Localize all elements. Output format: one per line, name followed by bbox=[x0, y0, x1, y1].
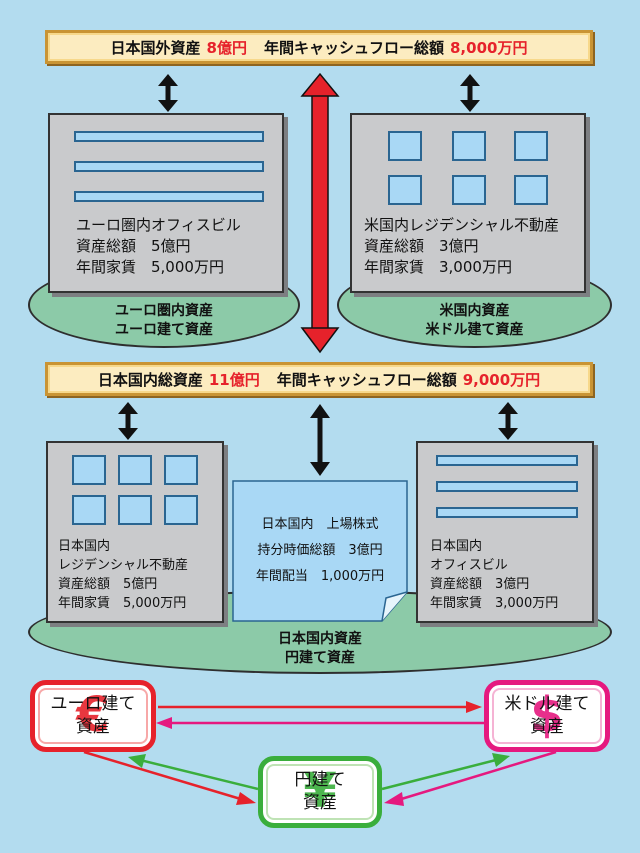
building-window bbox=[388, 175, 422, 205]
building-window bbox=[72, 495, 106, 525]
japan-residential-rent: 年間家賃 5,000万円 bbox=[58, 596, 187, 611]
arrow-usd-to-yen bbox=[384, 750, 557, 806]
building-window-strip bbox=[436, 507, 578, 518]
euro-currency-line2: 資産 bbox=[76, 717, 110, 737]
double-arrow-mid-center bbox=[310, 404, 330, 476]
us-residential-building: 米国内レジデンシャル不動産 資産総額 3億円 年間家賃 3,000万円 bbox=[350, 113, 586, 293]
japan-residential-line1: 日本国内 bbox=[58, 539, 111, 554]
double-arrow-top-right bbox=[460, 74, 480, 112]
euro-icon: € bbox=[76, 687, 110, 744]
japan-residential-building: 日本国内 レジデンシャル不動産 資産総額 5億円 年間家賃 5,000万円 bbox=[46, 441, 224, 623]
certificate-paper bbox=[232, 480, 408, 622]
arrow-yen-to-usd bbox=[381, 753, 510, 791]
arrow-yen-to-euro bbox=[128, 754, 259, 791]
building-window bbox=[514, 131, 548, 161]
euro-currency-label: ユーロ建て 資産 bbox=[51, 693, 136, 739]
japan-base-line2: 円建て資産 bbox=[285, 650, 355, 666]
japan-office-line1: 日本国内 bbox=[430, 539, 483, 554]
building-window bbox=[388, 131, 422, 161]
usd-currency-line2: 資産 bbox=[530, 717, 564, 737]
building-window-strip bbox=[74, 191, 264, 202]
overseas-assets-amount: 8億円 bbox=[206, 38, 247, 57]
us-base-label: 米国内資産 米ドル建て資産 bbox=[337, 302, 612, 340]
euro-base-line2: ユーロ建て資産 bbox=[115, 322, 213, 338]
us-base-line1: 米国内資産 bbox=[439, 303, 510, 319]
overseas-assets-label: 日本国外資産 bbox=[110, 38, 201, 57]
yen-currency-line1: 円建て bbox=[294, 770, 346, 790]
building-window-strip bbox=[436, 455, 578, 466]
building-window bbox=[118, 495, 152, 525]
usd-currency-line1: 米ドル建て bbox=[504, 694, 590, 714]
stock-value: 持分時価総額 3億円 bbox=[257, 543, 383, 558]
yen-icon: ¥ bbox=[303, 763, 337, 820]
euro-base-line1: ユーロ圏内資産 bbox=[115, 303, 213, 319]
building-window bbox=[452, 131, 486, 161]
euro-building-name: ユーロ圏内オフィスビル bbox=[76, 216, 241, 234]
japan-residential-assets: 資産総額 5億円 bbox=[58, 577, 158, 592]
japan-office-assets: 資産総額 3億円 bbox=[430, 577, 530, 592]
overseas-cashflow-label: 年間キャッシュフロー総額 bbox=[263, 38, 444, 57]
domestic-cashflow-label: 年間キャッシュフロー総額 bbox=[276, 370, 457, 389]
overseas-assets-banner: 日本国外資産 8億円 年間キャッシュフロー総額 8,000万円 bbox=[45, 30, 593, 64]
stock-text: 日本国内 上場株式 持分時価総額 3億円 年間配当 1,000万円 bbox=[232, 512, 408, 590]
japan-office-text: 日本国内 オフィスビル 資産総額 3億円 年間家賃 3,000万円 bbox=[430, 537, 558, 613]
euro-office-building: ユーロ圏内オフィスビル 資産総額 5億円 年間家賃 5,000万円 bbox=[48, 113, 284, 293]
japan-residential-text: 日本国内 レジデンシャル不動産 資産総額 5億円 年間家賃 5,000万円 bbox=[58, 537, 188, 613]
double-arrow-mid-right bbox=[498, 402, 518, 440]
japan-office-rent: 年間家賃 3,000万円 bbox=[430, 596, 559, 611]
euro-currency-line1: ユーロ建て bbox=[50, 694, 136, 714]
stock-title: 日本国内 上場株式 bbox=[261, 517, 379, 532]
us-building-name: 米国内レジデンシャル不動産 bbox=[364, 216, 560, 234]
usd-currency-label: 米ドル建て 資産 bbox=[505, 693, 590, 739]
euro-building-text: ユーロ圏内オフィスビル 資産総額 5億円 年間家賃 5,000万円 bbox=[76, 215, 241, 278]
domestic-cashflow-amount: 9,000万円 bbox=[462, 370, 541, 389]
overseas-cashflow-amount: 8,000万円 bbox=[450, 38, 528, 57]
building-window-strip bbox=[74, 131, 264, 142]
usd-currency-box: $ 米ドル建て 資産 bbox=[484, 680, 610, 752]
stock-dividend: 年間配当 1,000万円 bbox=[255, 569, 385, 584]
us-building-rent: 年間家賃 3,000万円 bbox=[364, 258, 512, 276]
euro-building-rent: 年間家賃 5,000万円 bbox=[76, 258, 224, 276]
euro-building-assets: 資産総額 5億円 bbox=[76, 237, 191, 255]
building-window bbox=[164, 455, 198, 485]
building-window bbox=[164, 495, 198, 525]
dollar-icon: $ bbox=[530, 687, 564, 744]
euro-base-label: ユーロ圏内資産 ユーロ建て資産 bbox=[28, 302, 300, 340]
building-window-strip bbox=[74, 161, 264, 172]
double-arrow-mid-left bbox=[118, 402, 138, 440]
building-window bbox=[452, 175, 486, 205]
yen-currency-box: ¥ 円建て 資産 bbox=[258, 756, 382, 828]
double-arrow-top-left bbox=[158, 74, 178, 112]
building-window bbox=[72, 455, 106, 485]
domestic-assets-label: 日本国内総資産 bbox=[97, 370, 203, 389]
japan-office-line2: オフィスビル bbox=[430, 558, 508, 573]
us-building-text: 米国内レジデンシャル不動産 資産総額 3億円 年間家賃 3,000万円 bbox=[364, 215, 559, 278]
red-double-arrow bbox=[300, 72, 340, 354]
us-building-assets: 資産総額 3億円 bbox=[364, 237, 479, 255]
domestic-assets-amount: 11億円 bbox=[208, 370, 260, 389]
us-base-line2: 米ドル建て資産 bbox=[425, 322, 524, 338]
japan-base-line1: 日本国内資産 bbox=[278, 631, 362, 647]
yen-currency-line2: 資産 bbox=[303, 793, 337, 813]
building-window bbox=[514, 175, 548, 205]
building-window bbox=[118, 455, 152, 485]
arrow-usd-to-euro bbox=[156, 717, 486, 729]
japan-residential-line2: レジデンシャル不動産 bbox=[58, 558, 189, 573]
domestic-assets-banner: 日本国内総資産 11億円 年間キャッシュフロー総額 9,000万円 bbox=[45, 362, 593, 396]
japan-stock-certificate: 日本国内 上場株式 持分時価総額 3億円 年間配当 1,000万円 bbox=[232, 480, 408, 622]
japan-office-building: 日本国内 オフィスビル 資産総額 3億円 年間家賃 3,000万円 bbox=[416, 441, 594, 623]
arrow-euro-to-yen bbox=[83, 750, 256, 805]
arrow-euro-to-usd bbox=[158, 701, 482, 713]
yen-currency-label: 円建て 資産 bbox=[295, 769, 346, 815]
japan-base-label: 日本国内資産 円建て資産 bbox=[28, 630, 612, 668]
building-window-strip bbox=[436, 481, 578, 492]
euro-currency-box: € ユーロ建て 資産 bbox=[30, 680, 156, 752]
